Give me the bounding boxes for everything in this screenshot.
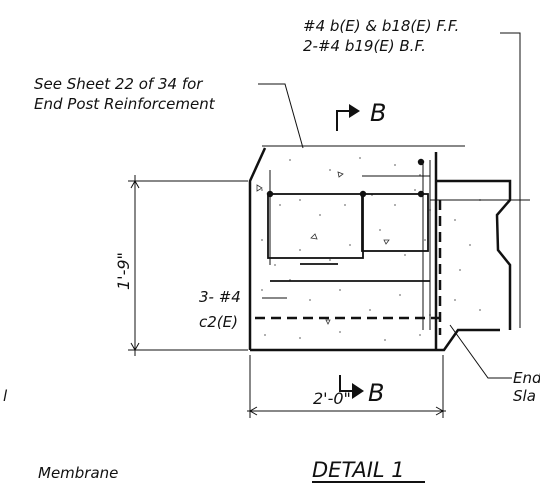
dimension-height — [128, 175, 248, 356]
section-outline — [248, 147, 267, 350]
leader-see-sheet — [258, 83, 304, 149]
note-see-sheet-1: See Sheet 22 of 34 for — [34, 75, 203, 93]
aggregate-marks — [256, 171, 390, 325]
note-bars-1: 3- #4 — [199, 288, 241, 306]
note-membrane: Membrane — [38, 464, 118, 482]
concrete-stipple — [261, 157, 481, 341]
section-letter-top: B — [370, 99, 386, 127]
leader-end-slab — [449, 324, 512, 379]
dimension-height-label: 1'-9" — [114, 252, 133, 290]
dimension-width — [247, 355, 446, 418]
dashed-bars — [255, 200, 443, 335]
reinforcement-thin — [269, 160, 530, 330]
bar-dots — [266, 158, 425, 198]
section-letter-bottom: B — [368, 379, 384, 407]
leader-lines — [258, 32, 521, 379]
dimension-width-label: 2'-0" — [313, 389, 351, 408]
note-end-slab-2: Sla — [513, 387, 536, 405]
note-bars-2: c2(E) — [199, 313, 238, 331]
section-cut-bottom — [339, 375, 364, 399]
note-see-sheet-2: End Post Reinforcement — [34, 95, 216, 113]
detail-title: DETAIL 1 — [312, 458, 405, 482]
note-end-slab-1: End — [513, 369, 540, 387]
note-left-fragment: l — [3, 387, 8, 405]
note-top-right-2: 2-#4 b19(E) B.F. — [303, 37, 426, 55]
reinforcement — [267, 193, 430, 282]
section-cut-top — [336, 104, 360, 131]
concrete-section — [248, 145, 530, 352]
note-top-right-1: #4 b(E) & b18(E) F.F. — [303, 17, 459, 35]
leader-top-right — [500, 32, 521, 328]
